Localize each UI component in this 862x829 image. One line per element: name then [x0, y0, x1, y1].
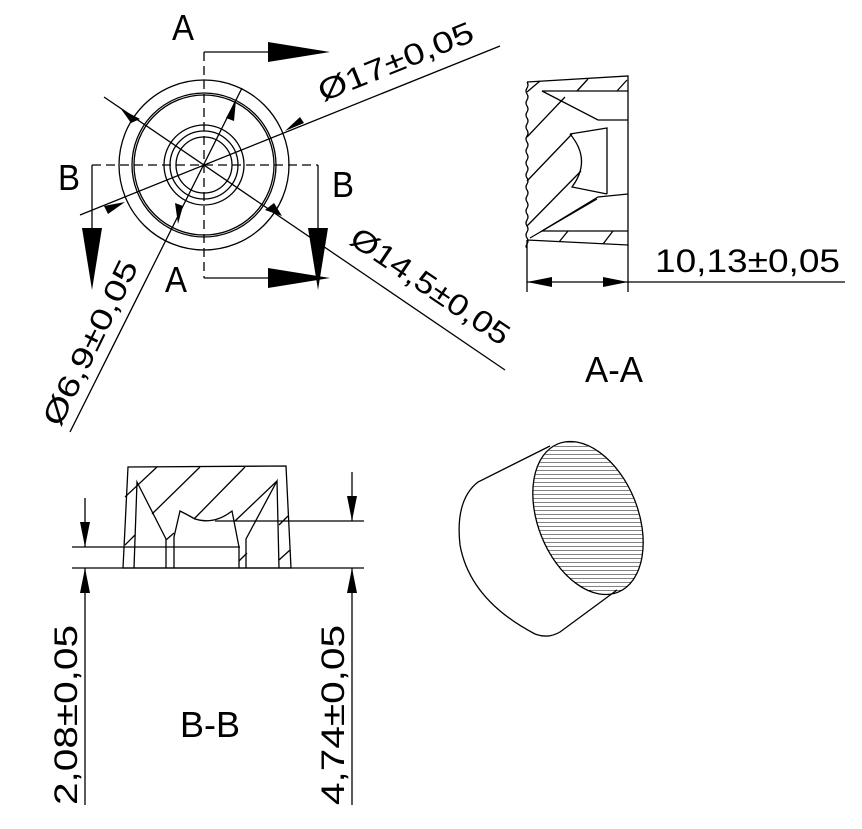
- dim-inner-diameter-leader: [69, 87, 243, 433]
- knurled-edge: [525, 81, 529, 249]
- dim-length: 10,13±0,05: [655, 243, 840, 279]
- dim-arrow-left: [527, 277, 552, 287]
- isometric-view: [458, 440, 644, 637]
- section-aa-outline: [526, 75, 629, 246]
- section-b-label-right: B: [332, 164, 354, 205]
- section-a-bottom-arrow: [204, 268, 330, 288]
- section-bb: 2,08±0,05 4,74±0,05 B-B: [48, 465, 364, 805]
- dim-right-arrows: [347, 472, 357, 805]
- hatched-face: [532, 440, 644, 596]
- dim-left: 2,08±0,05: [48, 625, 84, 805]
- dim-mid-diameter-leader: [103, 96, 506, 371]
- section-bb-title: B-B: [180, 704, 240, 745]
- section-aa-title: A-A: [585, 349, 643, 390]
- section-b-right-arrow: [308, 165, 328, 290]
- section-b-label-left: B: [58, 157, 80, 198]
- top-view: A A B B Ø17±0,05 Ø14,5±0,05 Ø6,9±0,05: [37, 7, 516, 433]
- section-a-top-arrow: [204, 42, 330, 62]
- section-b-left-arrow: [82, 165, 102, 290]
- dim-right: 4,74±0,05: [315, 625, 351, 805]
- dim-outer-diameter-leader: [79, 45, 501, 216]
- section-a-label-top: A: [172, 7, 194, 48]
- dim-outer-diameter: Ø17±0,05: [313, 16, 478, 108]
- section-a-label-bottom: A: [165, 259, 187, 300]
- dim-mid-diameter: Ø14,5±0,05: [344, 221, 516, 352]
- section-aa: 10,13±0,05 A-A: [525, 75, 845, 390]
- cylinder-body: [458, 445, 618, 637]
- dim-arrow-right: [603, 277, 628, 287]
- section-bb-outline: [122, 465, 292, 569]
- dim-left-arrows: [80, 498, 90, 805]
